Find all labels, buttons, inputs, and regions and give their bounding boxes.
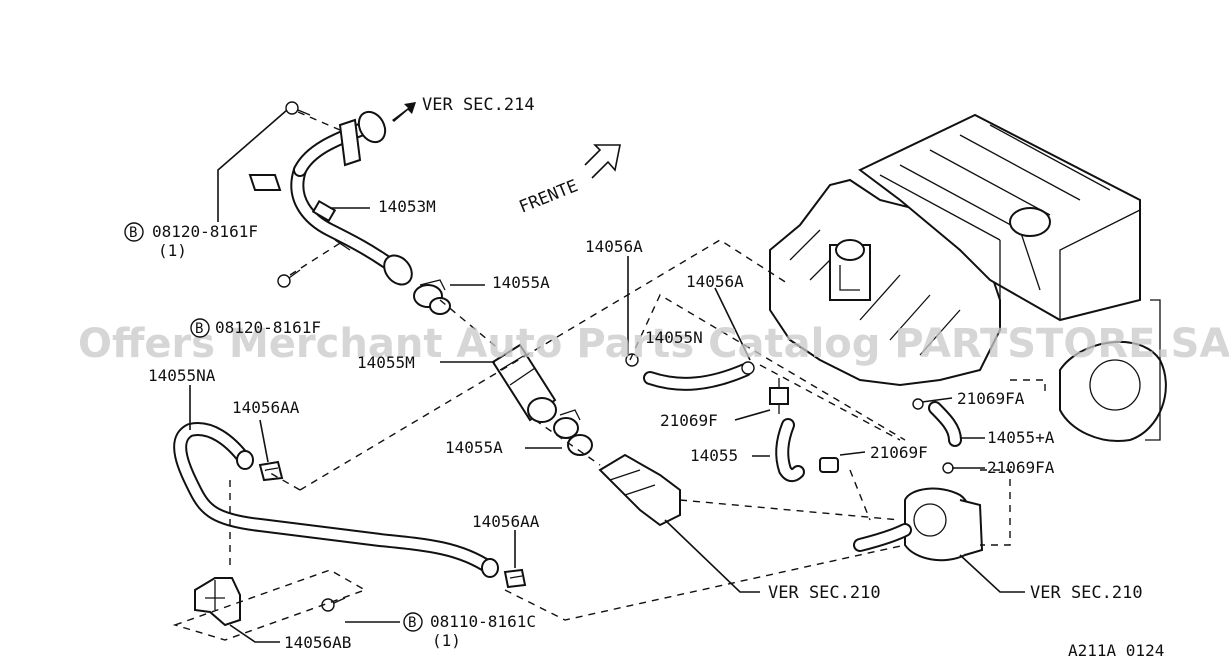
label-14056a-right[interactable]: 14056A bbox=[686, 272, 744, 291]
label-14055m[interactable]: 14055M bbox=[357, 353, 415, 372]
watermark: Offers Merchant Auto Parts Catalog PARTS… bbox=[78, 321, 1229, 367]
hose-14055m bbox=[491, 343, 557, 423]
bolt-code-bottom: 08110-8161C bbox=[430, 612, 536, 631]
label-14055na[interactable]: 14055NA bbox=[148, 366, 216, 385]
clamp-14056aa-bottom bbox=[503, 568, 527, 589]
bolt-symbol-bottom: B bbox=[408, 615, 416, 631]
dashed-guides bbox=[172, 111, 1046, 641]
ref-ver-sec-210-a[interactable]: VER SEC.210 bbox=[768, 583, 881, 603]
label-21069fa-top[interactable]: 21069FA bbox=[957, 389, 1025, 408]
clamp-14055a-mid bbox=[553, 409, 593, 456]
hose-14055n bbox=[625, 353, 755, 391]
bolt-qty-top: (1) bbox=[158, 241, 187, 260]
label-14056a-left[interactable]: 14056A bbox=[585, 237, 643, 256]
label-14055a-mid[interactable]: 14055A bbox=[445, 438, 503, 457]
hose-14055 bbox=[775, 418, 805, 483]
label-14056ab[interactable]: 14056AB bbox=[284, 633, 351, 652]
bolt-mid bbox=[277, 269, 301, 288]
clamp-14055a-top bbox=[413, 279, 451, 315]
hose-14055-a bbox=[912, 398, 962, 474]
label-14053m[interactable]: 14053M bbox=[378, 197, 436, 216]
bolt-callout-bottom[interactable]: B 08110-8161C (1) bbox=[403, 612, 536, 650]
label-14055-a[interactable]: 14055+A bbox=[987, 428, 1055, 447]
label-14056aa-top[interactable]: 14056AA bbox=[232, 398, 300, 417]
bracket-14056ab bbox=[194, 577, 241, 627]
ref-frente: FRENTE bbox=[516, 176, 580, 218]
bolt-symbol-top: B bbox=[129, 225, 137, 241]
bolt-code-top: 08120-8161F bbox=[152, 222, 258, 241]
label-21069f-left[interactable]: 21069F bbox=[660, 411, 718, 430]
label-14056aa-bottom[interactable]: 14056AA bbox=[472, 512, 540, 531]
bolt-symbol-mid: B bbox=[195, 321, 203, 337]
frente-arrow-icon bbox=[584, 144, 621, 179]
bolt-bottom bbox=[321, 597, 346, 612]
leader-lines bbox=[189, 109, 1025, 643]
ref-ver-sec-214[interactable]: VER SEC.214 bbox=[422, 95, 535, 115]
ref-ver-sec-210-b[interactable]: VER SEC.210 bbox=[1030, 583, 1143, 603]
label-14055n[interactable]: 14055N bbox=[645, 328, 703, 347]
arrow-icon bbox=[392, 102, 416, 122]
bolt-qty-bottom: (1) bbox=[432, 631, 461, 650]
thermostat-housing bbox=[853, 487, 984, 562]
valve-21069f-mid bbox=[819, 457, 839, 473]
clamp-14056aa-top bbox=[258, 460, 284, 482]
bolt-callout-top[interactable]: B 08120-8161F (1) bbox=[124, 222, 258, 260]
label-14055a-top[interactable]: 14055A bbox=[492, 273, 550, 292]
bolt-callout-mid[interactable]: B 08120-8161F bbox=[190, 318, 321, 338]
footer-code: A211A 0124 bbox=[1068, 641, 1164, 660]
water-outlet-pipe bbox=[248, 110, 413, 286]
label-21069fa-bottom[interactable]: 21069FA bbox=[987, 458, 1055, 477]
bolt-code-mid: 08120-8161F bbox=[215, 318, 321, 337]
elbow-hose bbox=[598, 453, 681, 527]
engine-block bbox=[769, 113, 1167, 442]
label-21069f-mid[interactable]: 21069F bbox=[870, 443, 928, 462]
label-14055[interactable]: 14055 bbox=[690, 446, 738, 465]
bolt-top bbox=[285, 101, 311, 116]
valve-21069f bbox=[769, 378, 789, 414]
